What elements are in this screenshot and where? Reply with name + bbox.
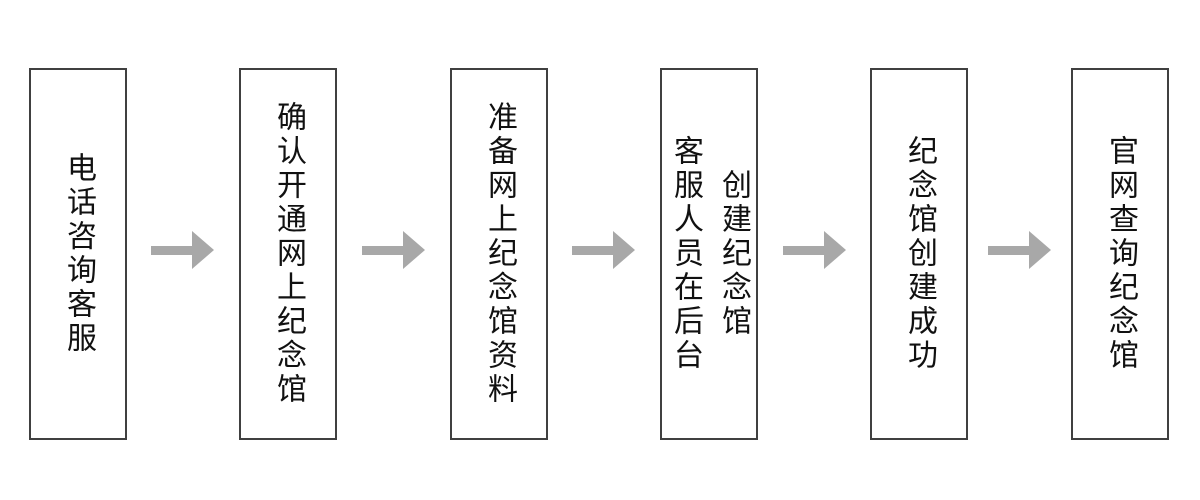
arrow-head [1029,231,1051,269]
arrow-right-icon [151,231,214,269]
arrow-shaft [572,245,613,255]
flow-step-label: 官网查询纪念馆 [1104,135,1137,373]
arrow-shaft [362,245,403,255]
flow-step-query-official-site: 官网查询纪念馆 [1071,68,1169,440]
arrow-right-icon [783,231,846,269]
flow-step-create-success: 纪念馆创建成功 [870,68,968,440]
flow-step-confirm-open: 确认开通网上纪念馆 [239,68,337,440]
flow-step-label: 客服人员在后台 创建纪念馆 [669,135,750,373]
flow-step-prepare-materials: 准备网上纪念馆资料 [450,68,548,440]
arrow-head [824,231,846,269]
arrow-right-icon [362,231,425,269]
arrow-head [192,231,214,269]
arrow-shaft [988,245,1029,255]
arrow-shaft [783,245,824,255]
arrow-right-icon [988,231,1051,269]
arrow-right-icon [572,231,635,269]
flow-step-staff-create: 客服人员在后台 创建纪念馆 [660,68,758,440]
arrow-shaft [151,245,192,255]
arrow-head [403,231,425,269]
flow-step-label: 纪念馆创建成功 [903,135,936,373]
flow-step-label: 电话咨询客服 [62,152,95,356]
flow-step-phone-consult: 电话咨询客服 [29,68,127,440]
flow-step-label: 准备网上纪念馆资料 [483,101,516,407]
flow-step-label: 确认开通网上纪念馆 [272,101,305,407]
arrow-head [613,231,635,269]
